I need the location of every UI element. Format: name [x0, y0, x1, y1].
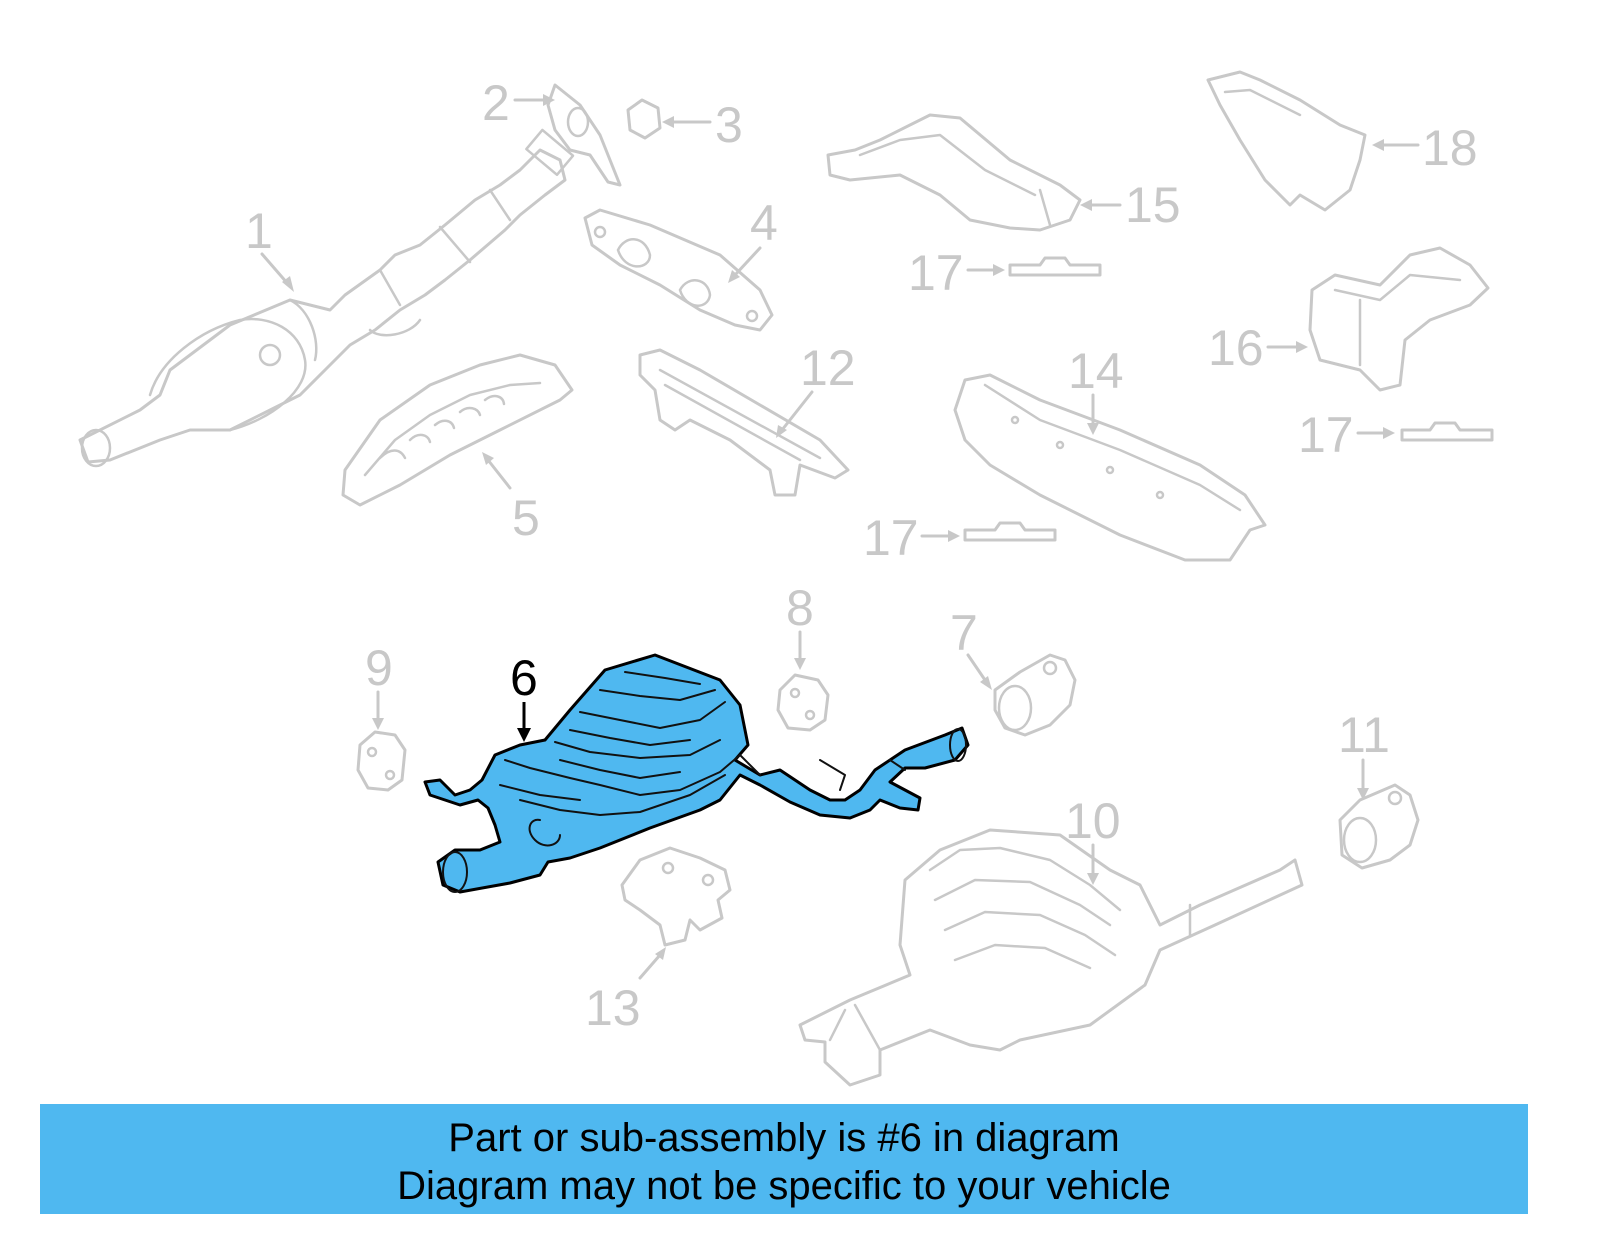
callout-15-label: 15: [1125, 177, 1181, 233]
part-7-clamp[interactable]: [993, 653, 1077, 737]
part-5-heat-shield[interactable]: [341, 353, 574, 507]
callout-13-label: 13: [585, 980, 641, 1036]
callout-16: 16: [1208, 320, 1308, 376]
callout-9-label: 9: [365, 640, 393, 696]
callout-3: 3: [662, 97, 743, 153]
callout-12: 12: [776, 340, 856, 438]
part-18-heat-shield[interactable]: [1206, 70, 1367, 212]
callout-2: 2: [482, 75, 555, 131]
callout-17a-label: 17: [908, 245, 964, 301]
part-15-heat-shield[interactable]: [826, 113, 1082, 232]
callout-6-label: 6: [510, 650, 538, 706]
part-8-insulator[interactable]: [776, 673, 830, 732]
banner-line-2: Diagram may not be specific to your vehi…: [397, 1164, 1171, 1208]
part-9-insulator[interactable]: [356, 730, 407, 792]
callout-17-middle: 17: [863, 510, 960, 566]
callout-2-label: 2: [482, 75, 510, 131]
part-2-gasket[interactable]: [546, 83, 622, 187]
callout-8-label: 8: [786, 580, 814, 636]
part-13-bracket[interactable]: [620, 846, 732, 947]
info-banner: Part or sub-assembly is #6 in diagram Di…: [40, 1104, 1528, 1214]
callout-17-right: 17: [1298, 407, 1395, 463]
callout-7: 7: [950, 605, 992, 690]
part-16-heat-shield[interactable]: [1308, 246, 1490, 392]
part-17-clip-top[interactable]: [1008, 256, 1102, 277]
callout-11: 11: [1338, 707, 1390, 800]
callout-14-label: 14: [1068, 343, 1124, 399]
callout-9: 9: [365, 640, 393, 730]
callout-17c-label: 17: [863, 510, 919, 566]
callout-4-label: 4: [750, 195, 778, 251]
part-14-support-rail[interactable]: [953, 373, 1267, 562]
callout-16-label: 16: [1208, 320, 1264, 376]
callout-8: 8: [786, 580, 814, 670]
callout-1-label: 1: [245, 203, 273, 259]
part-4-bracket[interactable]: [583, 208, 774, 332]
callout-14: 14: [1068, 343, 1124, 435]
callout-5: 5: [482, 452, 540, 546]
part-1-catalytic-converter[interactable]: [78, 128, 575, 468]
callout-17-top: 17: [908, 245, 1005, 301]
callout-10: 10: [1065, 793, 1121, 885]
banner-line-1: Part or sub-assembly is #6 in diagram: [448, 1116, 1120, 1160]
callout-1: 1: [245, 203, 294, 292]
callout-5-label: 5: [512, 490, 540, 546]
part-6-center-muffler[interactable]: [423, 653, 970, 894]
callout-18: 18: [1372, 120, 1478, 176]
part-17-clip-middle[interactable]: [963, 521, 1057, 542]
callout-6: 6: [510, 650, 538, 742]
callout-13: 13: [585, 947, 666, 1036]
callout-12-label: 12: [800, 340, 856, 396]
callout-10-label: 10: [1065, 793, 1121, 849]
callout-4: 4: [728, 195, 778, 283]
callout-17b-label: 17: [1298, 407, 1354, 463]
callout-11-label: 11: [1338, 707, 1390, 763]
callout-7-label: 7: [950, 605, 978, 661]
callout-18-label: 18: [1422, 120, 1478, 176]
callout-15: 15: [1080, 177, 1181, 233]
part-17-clip-right[interactable]: [1400, 421, 1494, 442]
part-10-rear-muffler[interactable]: [798, 828, 1304, 1087]
callout-3-label: 3: [715, 97, 743, 153]
part-12-crossmember[interactable]: [638, 348, 850, 497]
part-3-nut[interactable]: [626, 98, 662, 140]
part-11-clamp[interactable]: [1338, 783, 1420, 870]
